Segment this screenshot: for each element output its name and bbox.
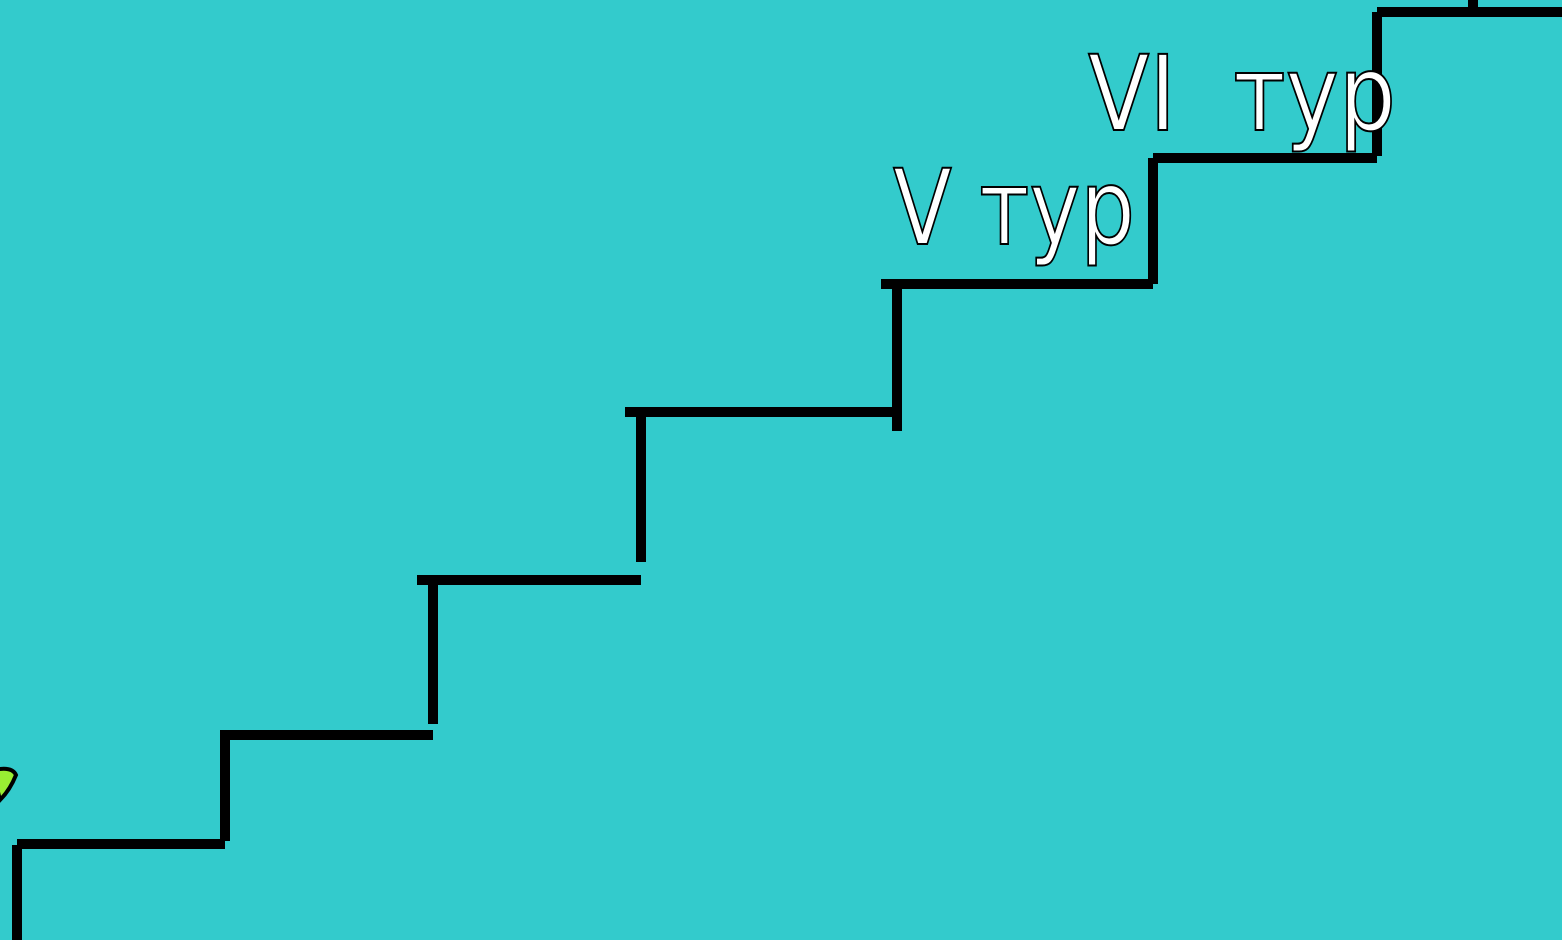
leaf-icon (0, 766, 19, 803)
step-6-label: VI тур (1088, 33, 1396, 155)
step-5-label: V тур (893, 147, 1135, 269)
staircase (12, 0, 1562, 940)
